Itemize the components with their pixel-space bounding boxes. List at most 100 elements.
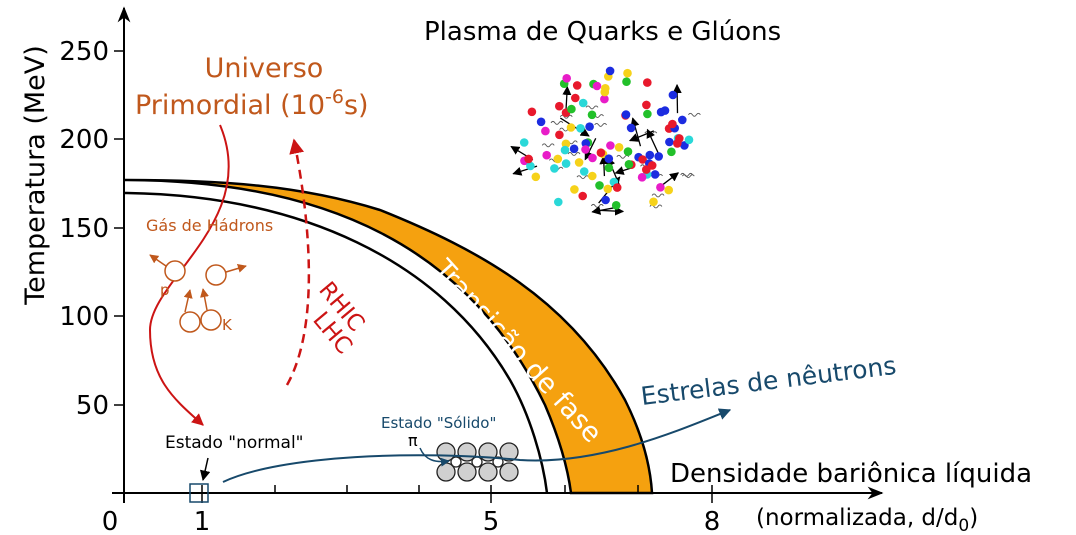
solid-state-pointer (419, 447, 450, 467)
quark-dot (527, 107, 537, 117)
quark-dot (643, 109, 652, 119)
quark-dot (524, 154, 533, 164)
gluon-squiggle (651, 193, 665, 198)
qgp-title: Plasma de Quarks e Glúons (424, 17, 781, 47)
quark-dot (643, 78, 652, 87)
quark-dot (650, 170, 660, 179)
quark-dot (560, 145, 570, 155)
quark-dot (626, 123, 636, 133)
neutron-star-path (222, 408, 732, 483)
quark-dot (621, 110, 631, 119)
y-tick-label-200: 200 (59, 125, 109, 155)
x-tick-label-1: 1 (194, 507, 211, 535)
pion-label: π (408, 431, 418, 450)
quark-dot (536, 117, 546, 127)
quark-dot (541, 126, 550, 136)
quark-dot (567, 104, 576, 114)
phase-transition-band (123, 178, 654, 495)
x-axis-sublabel: (normalizada, d/d0) (756, 505, 978, 535)
y-tick-label-100: 100 (59, 302, 109, 332)
normal-state-label: Estado "normal" (165, 433, 303, 453)
quark-dot (603, 184, 613, 194)
x-tick-label-5: 5 (483, 507, 500, 535)
quark-dot (562, 74, 571, 83)
quark-dot (587, 110, 597, 120)
quark-dot (576, 124, 585, 133)
hadron-arrows (149, 254, 247, 313)
quark-dot (553, 154, 563, 164)
quark-dot (555, 101, 564, 111)
quark-dot (595, 181, 604, 190)
quark-dot (542, 150, 551, 160)
quark-dot (561, 139, 571, 149)
gluon-squiggle (681, 174, 695, 179)
quark-dot (611, 201, 621, 210)
solid-state-lattice (436, 442, 519, 482)
quark-dot (570, 185, 579, 194)
y-ticks (114, 50, 124, 406)
gluon-squiggle (576, 175, 590, 180)
quark-dot (554, 197, 563, 207)
quark-dot (668, 119, 677, 129)
quark-dot (579, 167, 589, 176)
quark-dot (592, 81, 602, 91)
quark-dot (604, 154, 614, 163)
quark-dot (601, 195, 610, 205)
solid-state-label: Estado "Sólido" (381, 414, 496, 432)
quark-dot (604, 163, 614, 173)
quark-dot (578, 191, 587, 201)
quark-dot (578, 98, 588, 108)
early-universe-label-line1: Universo (205, 53, 324, 84)
quark-momentum-arrow (584, 138, 597, 161)
gluon-squiggle (585, 105, 599, 110)
quark-dot (601, 84, 610, 93)
quark-dot (664, 185, 673, 195)
quark-dot (571, 93, 580, 103)
proton-label: p (160, 281, 170, 299)
quark-dot (660, 106, 670, 115)
quark-momentum-arrow (628, 130, 655, 142)
quark-dot (642, 165, 651, 174)
quark-dot (622, 77, 631, 86)
quark-dot (569, 144, 579, 154)
quark-dot (614, 143, 624, 152)
gluon-squiggle (541, 143, 555, 148)
neutron-stars-label: Estrelas de nêutrons (639, 351, 898, 411)
quark-dot (642, 100, 651, 110)
quark-dot (668, 90, 678, 100)
quark-dot (526, 161, 535, 171)
quark-momentum-arrow (646, 128, 660, 156)
quark-momentum-arrow (630, 117, 642, 147)
quark-dot (667, 147, 676, 157)
quark-dot (581, 145, 590, 154)
x-origin-label: 0 (102, 507, 119, 535)
gluon-squiggle (550, 120, 564, 125)
quark-dot (623, 147, 633, 156)
gluon-squiggle (590, 203, 604, 208)
quark-dot (566, 123, 576, 132)
quark-dot (588, 171, 597, 181)
y-tick-label-250: 250 (59, 37, 109, 67)
quark-dot (684, 135, 694, 145)
quark-dot (585, 122, 594, 131)
y-tick-label-50: 50 (76, 391, 109, 421)
quark-dot (600, 94, 609, 104)
quark-dot (624, 160, 634, 169)
normal-state-pointer (199, 457, 211, 482)
quark-dot (623, 68, 632, 78)
quark-dot (656, 183, 665, 192)
y-axis-label: Temperatura (MeV) (20, 45, 51, 306)
quark-dot (531, 172, 541, 182)
hadron-gas-label: Gás de Hádrons (146, 216, 273, 235)
quark-dot (637, 173, 647, 182)
x-axis-label: Densidade bariônica líquida (670, 459, 1032, 489)
quark-dot (572, 81, 582, 90)
quark-dot (519, 138, 529, 147)
gluon-squiggle (559, 114, 573, 119)
normal-state-marker (189, 483, 209, 503)
quark-dot (596, 148, 606, 157)
x-ticks (201, 485, 713, 503)
quark-dot (638, 155, 647, 164)
quark-dot (612, 183, 622, 192)
